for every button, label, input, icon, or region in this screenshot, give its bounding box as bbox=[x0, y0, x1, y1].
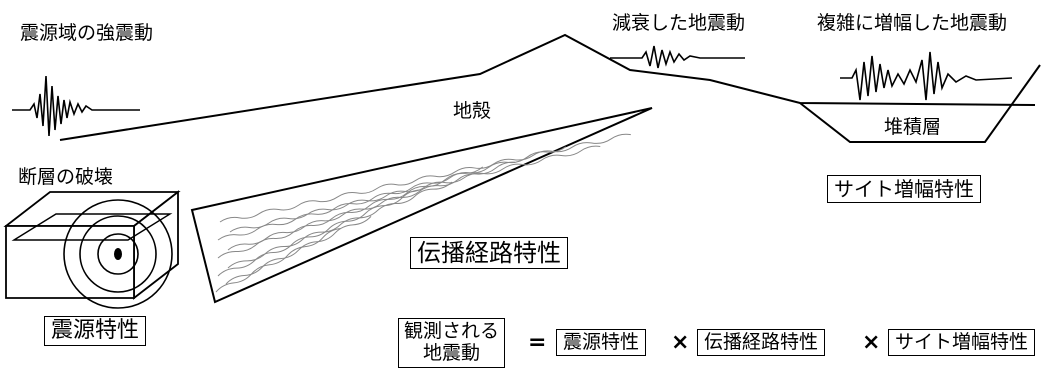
hypocenter-dot bbox=[114, 248, 122, 260]
label-amplified-motion: 複雑に増幅した地震動 bbox=[817, 12, 1008, 34]
equation-times-1: × bbox=[671, 330, 690, 355]
source-strong-motion-waveform bbox=[12, 75, 140, 137]
equation-observed-motion: 観測される 地震動 bbox=[398, 318, 506, 368]
fault-block bbox=[3, 190, 181, 300]
box-source-characteristics: 震源特性 bbox=[44, 316, 147, 346]
rupture-circles bbox=[63, 199, 173, 309]
amplified-motion-waveform bbox=[840, 51, 1013, 101]
box-site-amplification: サイト増幅特性 bbox=[827, 175, 981, 203]
equation-term-site: サイト増幅特性 bbox=[888, 329, 1036, 356]
label-attenuated-motion: 減衰した地震動 bbox=[612, 12, 746, 34]
equation-equals: = bbox=[528, 330, 547, 355]
label-crust: 地殻 bbox=[453, 100, 492, 122]
fault-plane bbox=[11, 213, 173, 241]
label-fault-rupture: 断層の破壊 bbox=[18, 166, 114, 188]
label-sediment: 堆積層 bbox=[884, 116, 942, 138]
fault-block-front bbox=[5, 225, 135, 299]
attenuated-motion-waveform bbox=[610, 45, 745, 69]
propagation-path-wedge bbox=[190, 107, 653, 304]
observed-line2: 地震動 bbox=[423, 341, 481, 364]
observed-line1: 観測される bbox=[404, 320, 500, 342]
equation-term-source: 震源特性 bbox=[556, 329, 647, 356]
equation-times-2: × bbox=[862, 330, 881, 355]
box-propagation-path: 伝播経路特性 bbox=[410, 237, 568, 269]
equation-term-propagation: 伝播経路特性 bbox=[697, 329, 826, 356]
label-source-strong-motion: 震源域の強震動 bbox=[20, 22, 154, 44]
sediment-basin bbox=[799, 64, 1041, 143]
propagation-wave-pattern bbox=[215, 133, 631, 293]
